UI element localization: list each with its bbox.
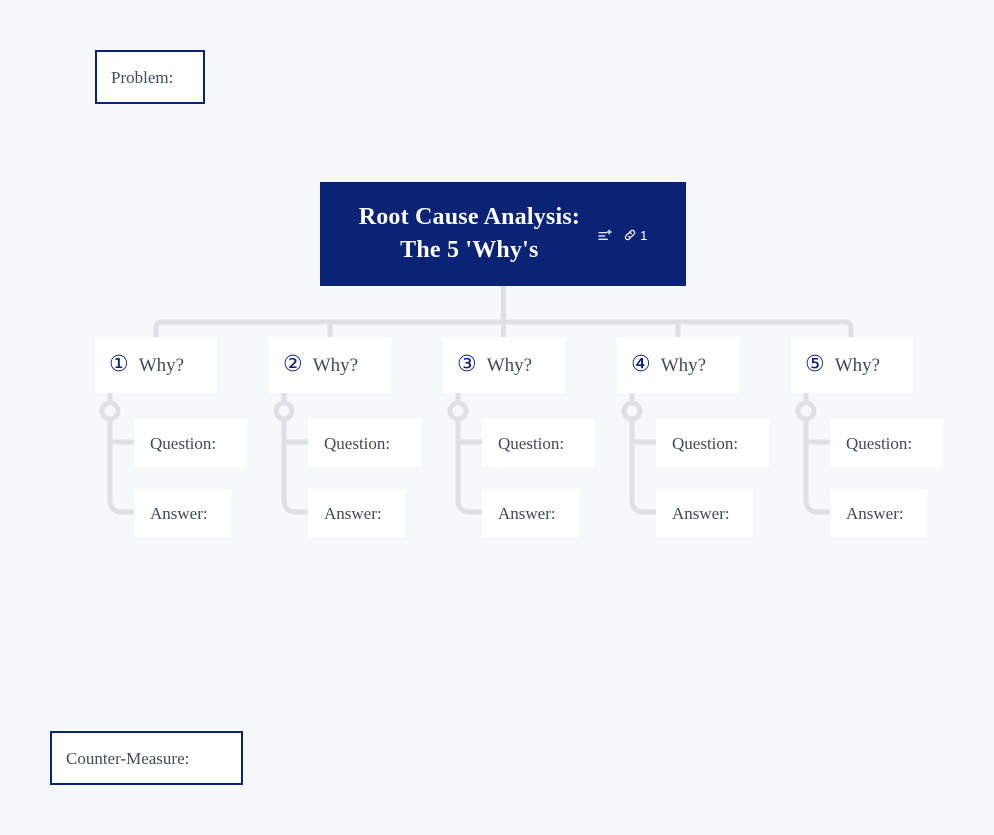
why-card-2[interactable]: ② Why?: [269, 337, 391, 393]
problem-label: Problem:: [111, 67, 174, 87]
why-card-3[interactable]: ③ Why?: [443, 337, 565, 393]
question-card-1[interactable]: Question:: [134, 419, 247, 467]
why-number-5: ⑤: [805, 352, 825, 377]
root-cause-title-node[interactable]: Root Cause Analysis: The 5 'Why's: [320, 182, 686, 286]
counter-measure-box[interactable]: Counter-Measure:: [50, 731, 243, 785]
problem-box[interactable]: Problem:: [95, 50, 205, 104]
question-label-3: Question:: [498, 433, 565, 453]
answer-label-2: Answer:: [324, 503, 382, 523]
link-icon: [623, 228, 637, 242]
question-label-4: Question:: [672, 433, 739, 453]
link-count: 1: [640, 227, 648, 243]
page-title: Root Cause Analysis: The 5 'Why's: [358, 203, 581, 263]
why-card-4[interactable]: ④ Why?: [617, 337, 739, 393]
answer-card-1[interactable]: Answer:: [134, 489, 231, 537]
answer-label-4: Answer:: [672, 503, 730, 523]
question-card-4[interactable]: Question:: [656, 419, 769, 467]
answer-label-5: Answer:: [846, 503, 904, 523]
why-card-1[interactable]: ① Why?: [95, 337, 217, 393]
counter-measure-label: Counter-Measure:: [66, 748, 190, 768]
question-label-5: Question:: [846, 433, 913, 453]
answer-card-4[interactable]: Answer:: [656, 489, 753, 537]
answer-card-3[interactable]: Answer:: [482, 489, 579, 537]
why-label-1: Why?: [138, 354, 185, 376]
why-label-2: Why?: [312, 354, 359, 376]
why-number-4: ④: [631, 352, 651, 377]
answer-card-5[interactable]: Answer:: [830, 489, 927, 537]
why-number-1: ①: [109, 352, 129, 377]
question-card-3[interactable]: Question:: [482, 419, 595, 467]
answer-card-2[interactable]: Answer:: [308, 489, 405, 537]
why-card-5[interactable]: ⑤ Why?: [791, 337, 913, 393]
link-indicator[interactable]: 1: [623, 228, 647, 242]
question-card-2[interactable]: Question:: [308, 419, 421, 467]
why-label-3: Why?: [486, 354, 533, 376]
why-label-5: Why?: [834, 354, 881, 376]
answer-label-1: Answer:: [150, 503, 208, 523]
answer-label-3: Answer:: [498, 503, 556, 523]
list-add-icon[interactable]: [598, 228, 613, 243]
why-number-3: ③: [457, 352, 477, 377]
title-meta: 1: [598, 228, 647, 243]
question-card-5[interactable]: Question:: [830, 419, 943, 467]
question-label-1: Question:: [150, 433, 217, 453]
why-number-2: ②: [283, 352, 303, 377]
question-label-2: Question:: [324, 433, 391, 453]
why-label-4: Why?: [660, 354, 707, 376]
